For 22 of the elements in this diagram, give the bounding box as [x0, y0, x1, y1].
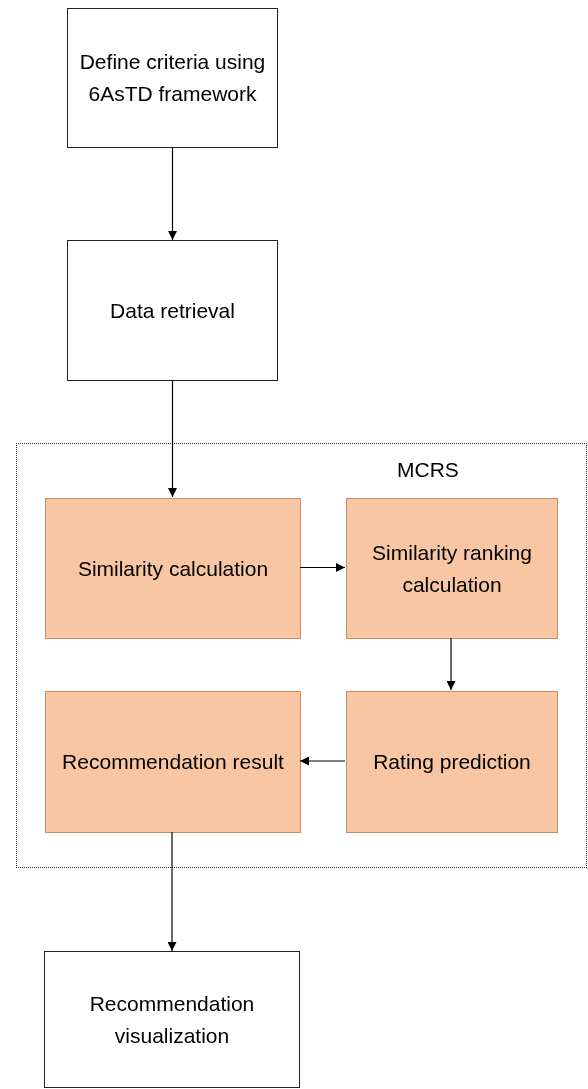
process-box [67, 240, 278, 381]
box-label: Recommendation visualization [88, 990, 256, 1049]
arrow [299, 756, 346, 766]
dotted-group-frame [16, 443, 587, 868]
process-box [346, 498, 558, 639]
box-label: Similarity calculation [77, 555, 269, 582]
group-title: MCRS [397, 457, 459, 483]
box-label: Recommendation result [62, 749, 284, 775]
process-box [44, 951, 300, 1088]
box-label: Data retrieval [110, 297, 235, 324]
arrow [446, 637, 456, 691]
arrow [168, 380, 177, 498]
process-box [45, 691, 301, 833]
process-box [346, 691, 558, 833]
box-label: Similarity ranking calculation [371, 539, 533, 598]
arrow [299, 563, 346, 572]
arrow [167, 831, 177, 952]
box-label: Define criteria using 6AsTD framework [78, 49, 267, 107]
box-label: Rating prediction [373, 749, 531, 775]
process-box [67, 8, 278, 148]
arrow [168, 147, 177, 241]
process-box [45, 498, 301, 639]
